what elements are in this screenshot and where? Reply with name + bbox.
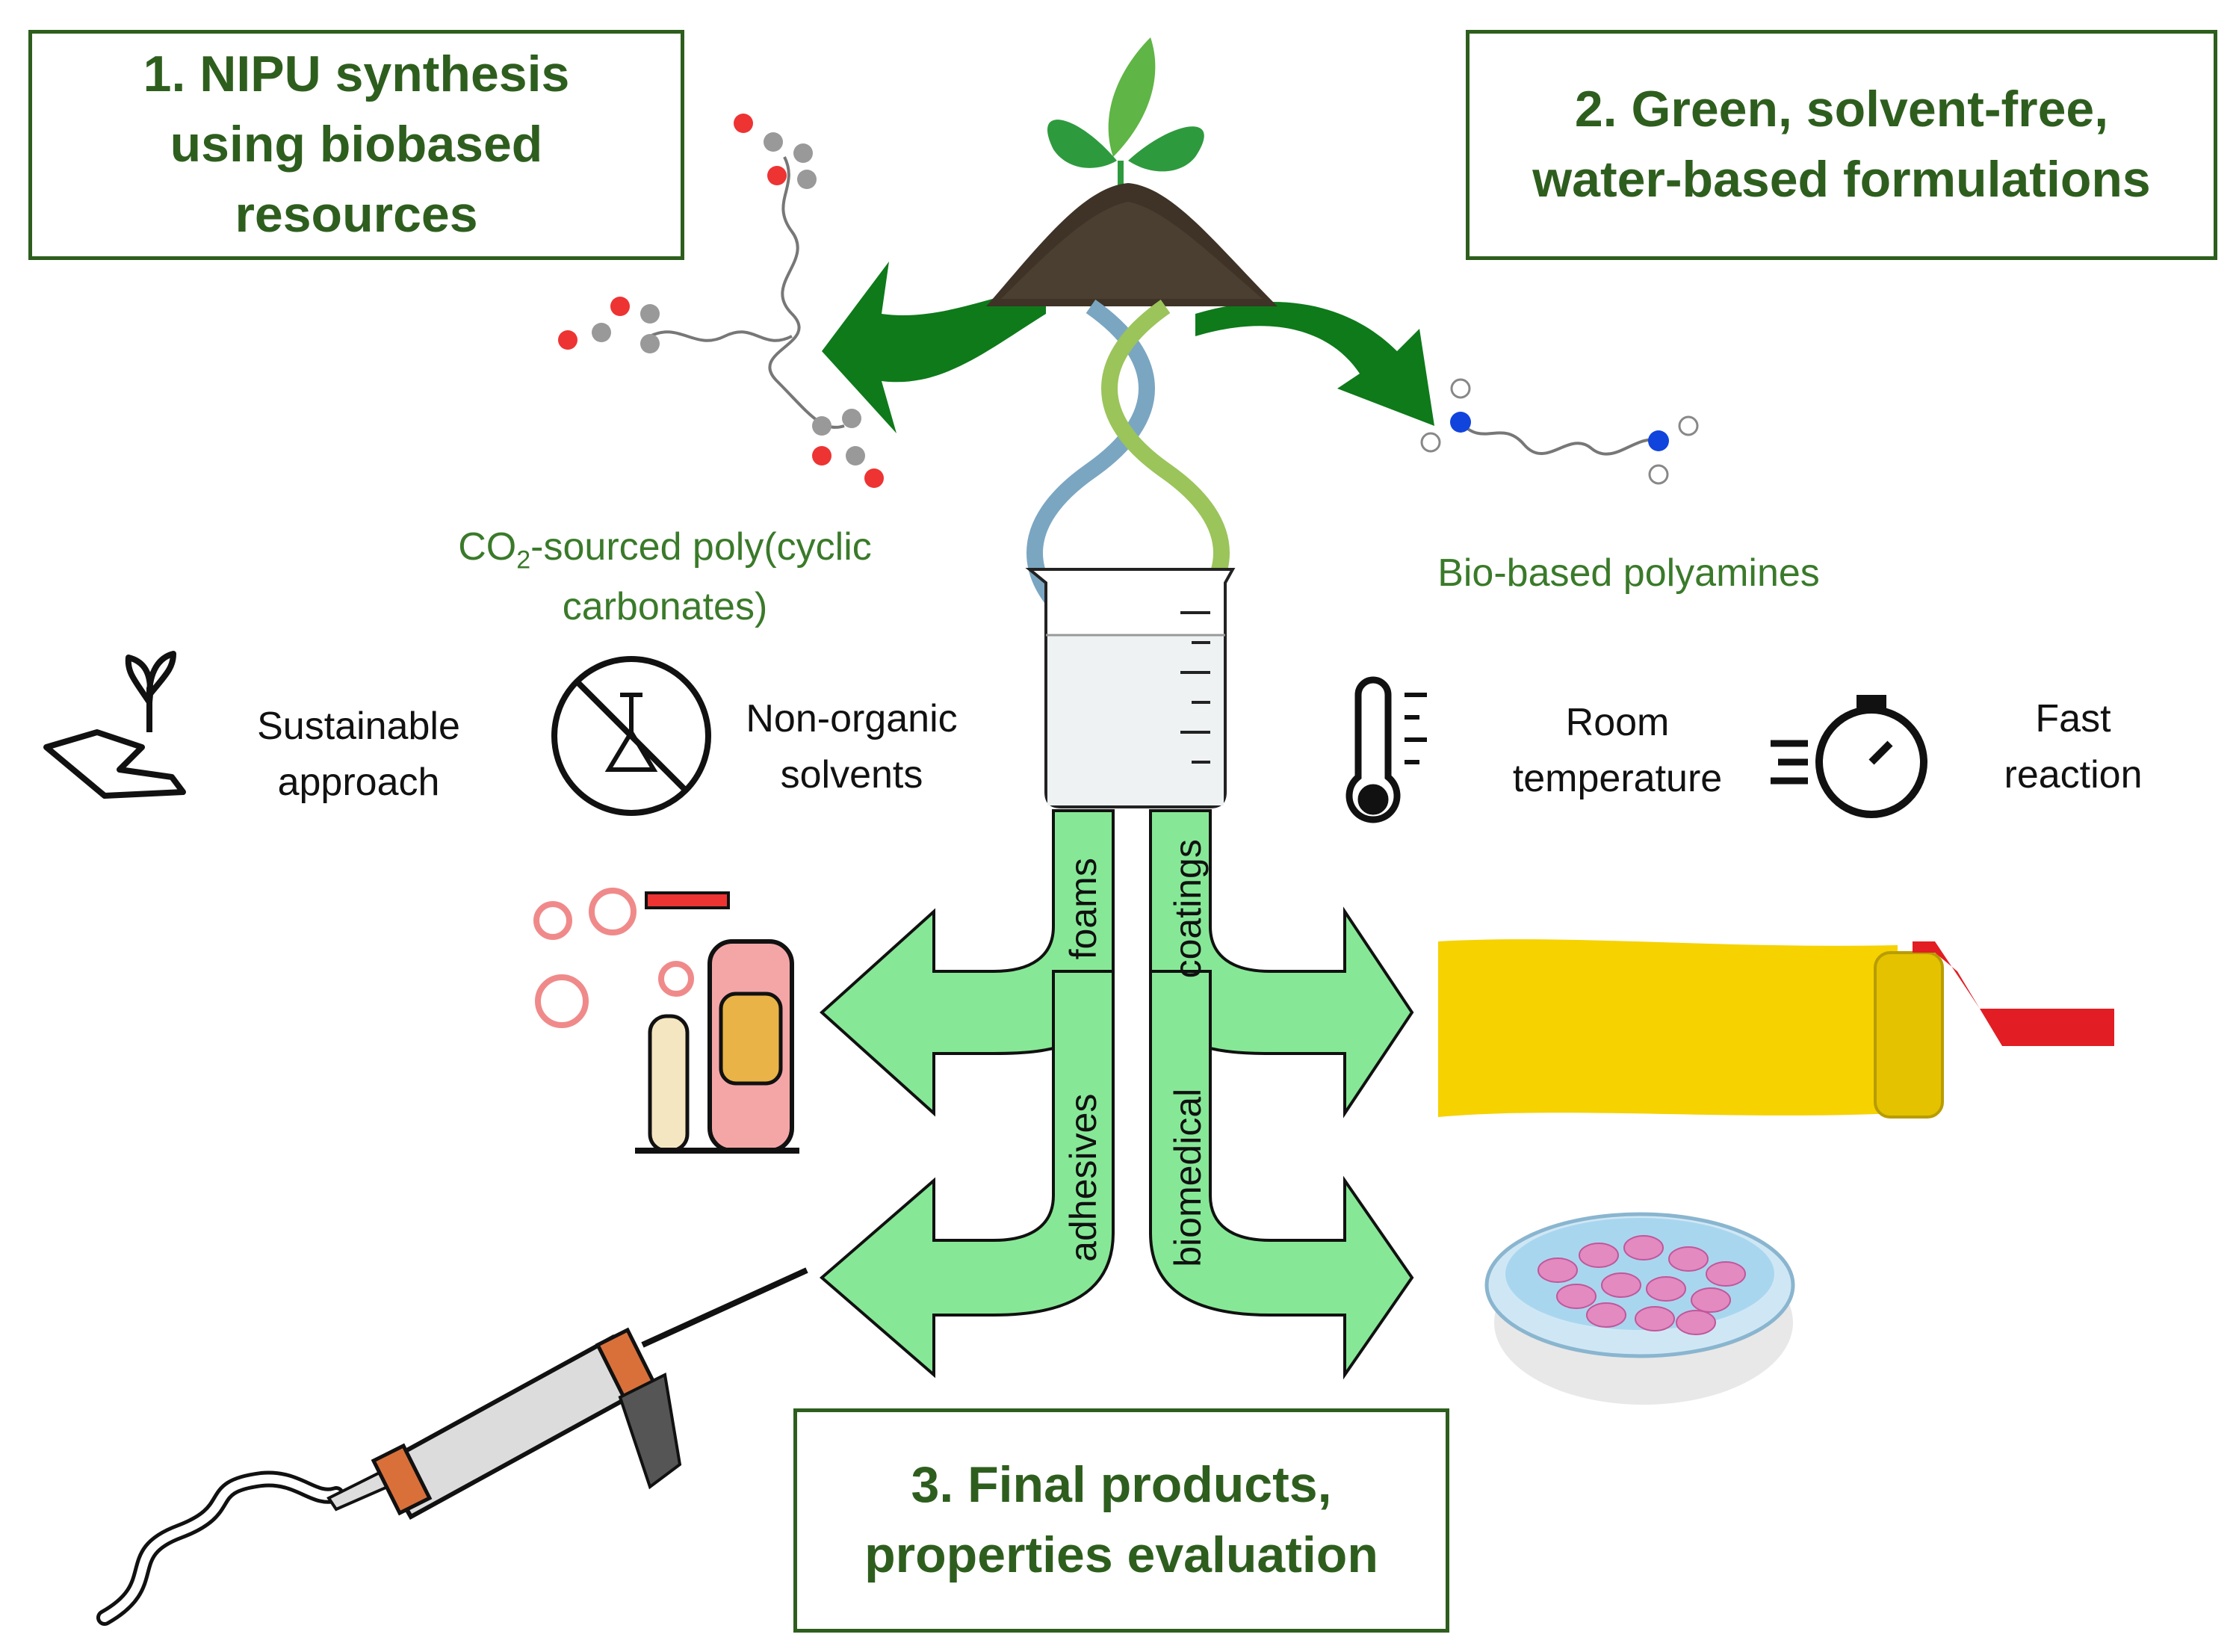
fast-reaction-label: Fast reaction bbox=[1950, 691, 2196, 804]
room-temp-line2: temperature bbox=[1512, 757, 1723, 801]
biomedical-arrow bbox=[1149, 970, 1414, 1380]
fast-line2: reaction bbox=[2004, 753, 2143, 797]
right-dark-arrow bbox=[1195, 302, 1434, 426]
step2-line2: water-based formulations bbox=[1532, 151, 2151, 208]
carbonates-label: CO2-sourced poly(cyclic carbonates) bbox=[403, 519, 926, 635]
carbonate-molecule-icon bbox=[558, 114, 884, 488]
step3-line2: properties evaluation bbox=[864, 1526, 1378, 1583]
sustainable-label: Sustainable approach bbox=[224, 699, 493, 811]
non-organic-line2: solvents bbox=[780, 753, 923, 797]
polyamines-label: Bio-based polyamines bbox=[1437, 551, 1820, 595]
sustainable-hand-icon bbox=[43, 651, 186, 799]
thermometer-icon bbox=[1345, 676, 1427, 823]
co2-subscript: 2 bbox=[516, 545, 531, 575]
room-temp-label: Room temperature bbox=[1483, 695, 1752, 808]
paint-roller-icon bbox=[1438, 939, 2114, 1119]
carbonates-line1-suffix: -sourced poly(cyclic bbox=[530, 525, 872, 569]
plant-icon bbox=[1047, 37, 1204, 187]
step2-line1: 2. Green, solvent-free, bbox=[1574, 81, 2109, 138]
co2-prefix: CO bbox=[458, 525, 517, 569]
foam-can-icon bbox=[533, 888, 799, 1154]
beaker-icon bbox=[1025, 568, 1236, 808]
coatings-label: coatings bbox=[1166, 839, 1209, 979]
step3-box: 3. Final products, properties evaluation bbox=[793, 1408, 1449, 1633]
sustainable-line1: Sustainable bbox=[257, 705, 460, 748]
non-organic-line1: Non-organic bbox=[746, 697, 958, 740]
sustainable-line2: approach bbox=[277, 761, 440, 805]
non-organic-label: Non-organic solvents bbox=[717, 691, 986, 804]
polyamine-molecule-icon bbox=[1420, 378, 1699, 485]
step1-line3: resources bbox=[235, 185, 478, 243]
foams-label: foams bbox=[1062, 858, 1104, 960]
petri-dish-icon bbox=[1484, 1212, 1795, 1405]
step1-box: 1. NIPU synthesis using biobased resourc… bbox=[28, 30, 684, 260]
step1-line1: 1. NIPU synthesis bbox=[143, 46, 570, 103]
step3-line1: 3. Final products, bbox=[911, 1456, 1332, 1514]
adhesives-label: adhesives bbox=[1062, 1093, 1104, 1262]
adhesives-arrow bbox=[819, 970, 1115, 1379]
no-solvent-icon bbox=[551, 656, 711, 816]
biomedical-label: biomedical bbox=[1166, 1088, 1209, 1267]
carbonates-line2: carbonates) bbox=[562, 584, 768, 628]
stopwatch-icon bbox=[1771, 695, 1927, 818]
room-temp-line1: Room bbox=[1565, 701, 1670, 744]
caulk-gun-icon bbox=[96, 1267, 808, 1626]
step2-box: 2. Green, solvent-free, water-based form… bbox=[1466, 30, 2217, 260]
step1-line2: using biobased bbox=[170, 116, 543, 173]
fast-line1: Fast bbox=[2035, 697, 2111, 740]
